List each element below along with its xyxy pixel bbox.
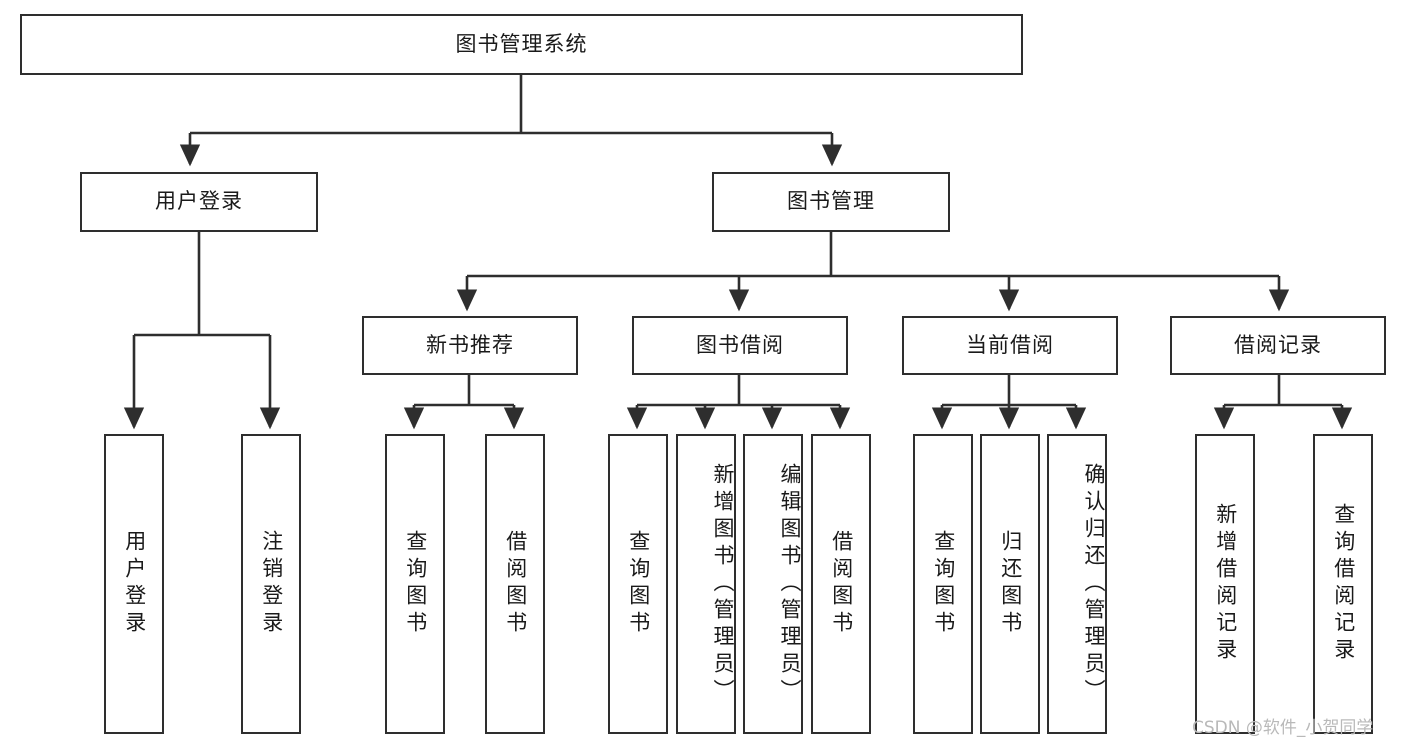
node-label: 查询图书	[403, 530, 428, 638]
leaf-logout[interactable]: 注销登录	[241, 434, 301, 734]
leaf-add-borrow-record[interactable]: 新增借阅记录	[1195, 434, 1255, 734]
node-label: 新增借阅记录	[1213, 503, 1238, 665]
node-label: 借阅图书	[503, 530, 528, 638]
node-label: 编辑图书（管理员）	[778, 462, 802, 706]
node-book-borrow[interactable]: 图书借阅	[632, 316, 848, 375]
watermark: CSDN @软件_小贺同学	[1192, 718, 1374, 738]
node-label: 图书管理系统	[455, 31, 588, 56]
node-label: 借阅图书	[829, 530, 854, 638]
leaf-borrow-book-recommend[interactable]: 借阅图书	[485, 434, 545, 734]
leaf-query-borrow-record[interactable]: 查询借阅记录	[1313, 434, 1373, 734]
node-root[interactable]: 图书管理系统	[20, 14, 1023, 75]
node-label: 用户登录	[155, 189, 243, 214]
node-book-management[interactable]: 图书管理	[712, 172, 950, 232]
node-label: 当前借阅	[966, 332, 1054, 357]
leaf-confirm-return-admin[interactable]: 确认归还（管理员）	[1047, 434, 1107, 734]
leaf-borrow-book[interactable]: 借阅图书	[811, 434, 871, 734]
node-label: 查询借阅记录	[1331, 503, 1356, 665]
node-borrow-record[interactable]: 借阅记录	[1170, 316, 1386, 375]
node-label: 图书管理	[787, 189, 875, 214]
node-label: 确认归还（管理员）	[1082, 462, 1106, 706]
node-label: 查询图书	[931, 530, 956, 638]
node-current-borrow[interactable]: 当前借阅	[902, 316, 1118, 375]
leaf-query-book-recommend[interactable]: 查询图书	[385, 434, 445, 734]
node-label: 新增图书（管理员）	[711, 462, 735, 706]
leaf-user-login[interactable]: 用户登录	[104, 434, 164, 734]
node-label: 查询图书	[626, 530, 651, 638]
node-label: 图书借阅	[696, 332, 784, 357]
leaf-add-book-admin[interactable]: 新增图书（管理员）	[676, 434, 736, 734]
leaf-query-book-current[interactable]: 查询图书	[913, 434, 973, 734]
leaf-return-book[interactable]: 归还图书	[980, 434, 1040, 734]
node-label: 新书推荐	[426, 332, 514, 357]
node-new-book-recommend[interactable]: 新书推荐	[362, 316, 578, 375]
leaf-edit-book-admin[interactable]: 编辑图书（管理员）	[743, 434, 803, 734]
node-user-login[interactable]: 用户登录	[80, 172, 318, 232]
node-label: 借阅记录	[1234, 332, 1322, 357]
leaf-query-book-borrow[interactable]: 查询图书	[608, 434, 668, 734]
node-label: 归还图书	[998, 530, 1023, 638]
node-label: 注销登录	[259, 530, 284, 638]
node-label: 用户登录	[122, 530, 147, 638]
